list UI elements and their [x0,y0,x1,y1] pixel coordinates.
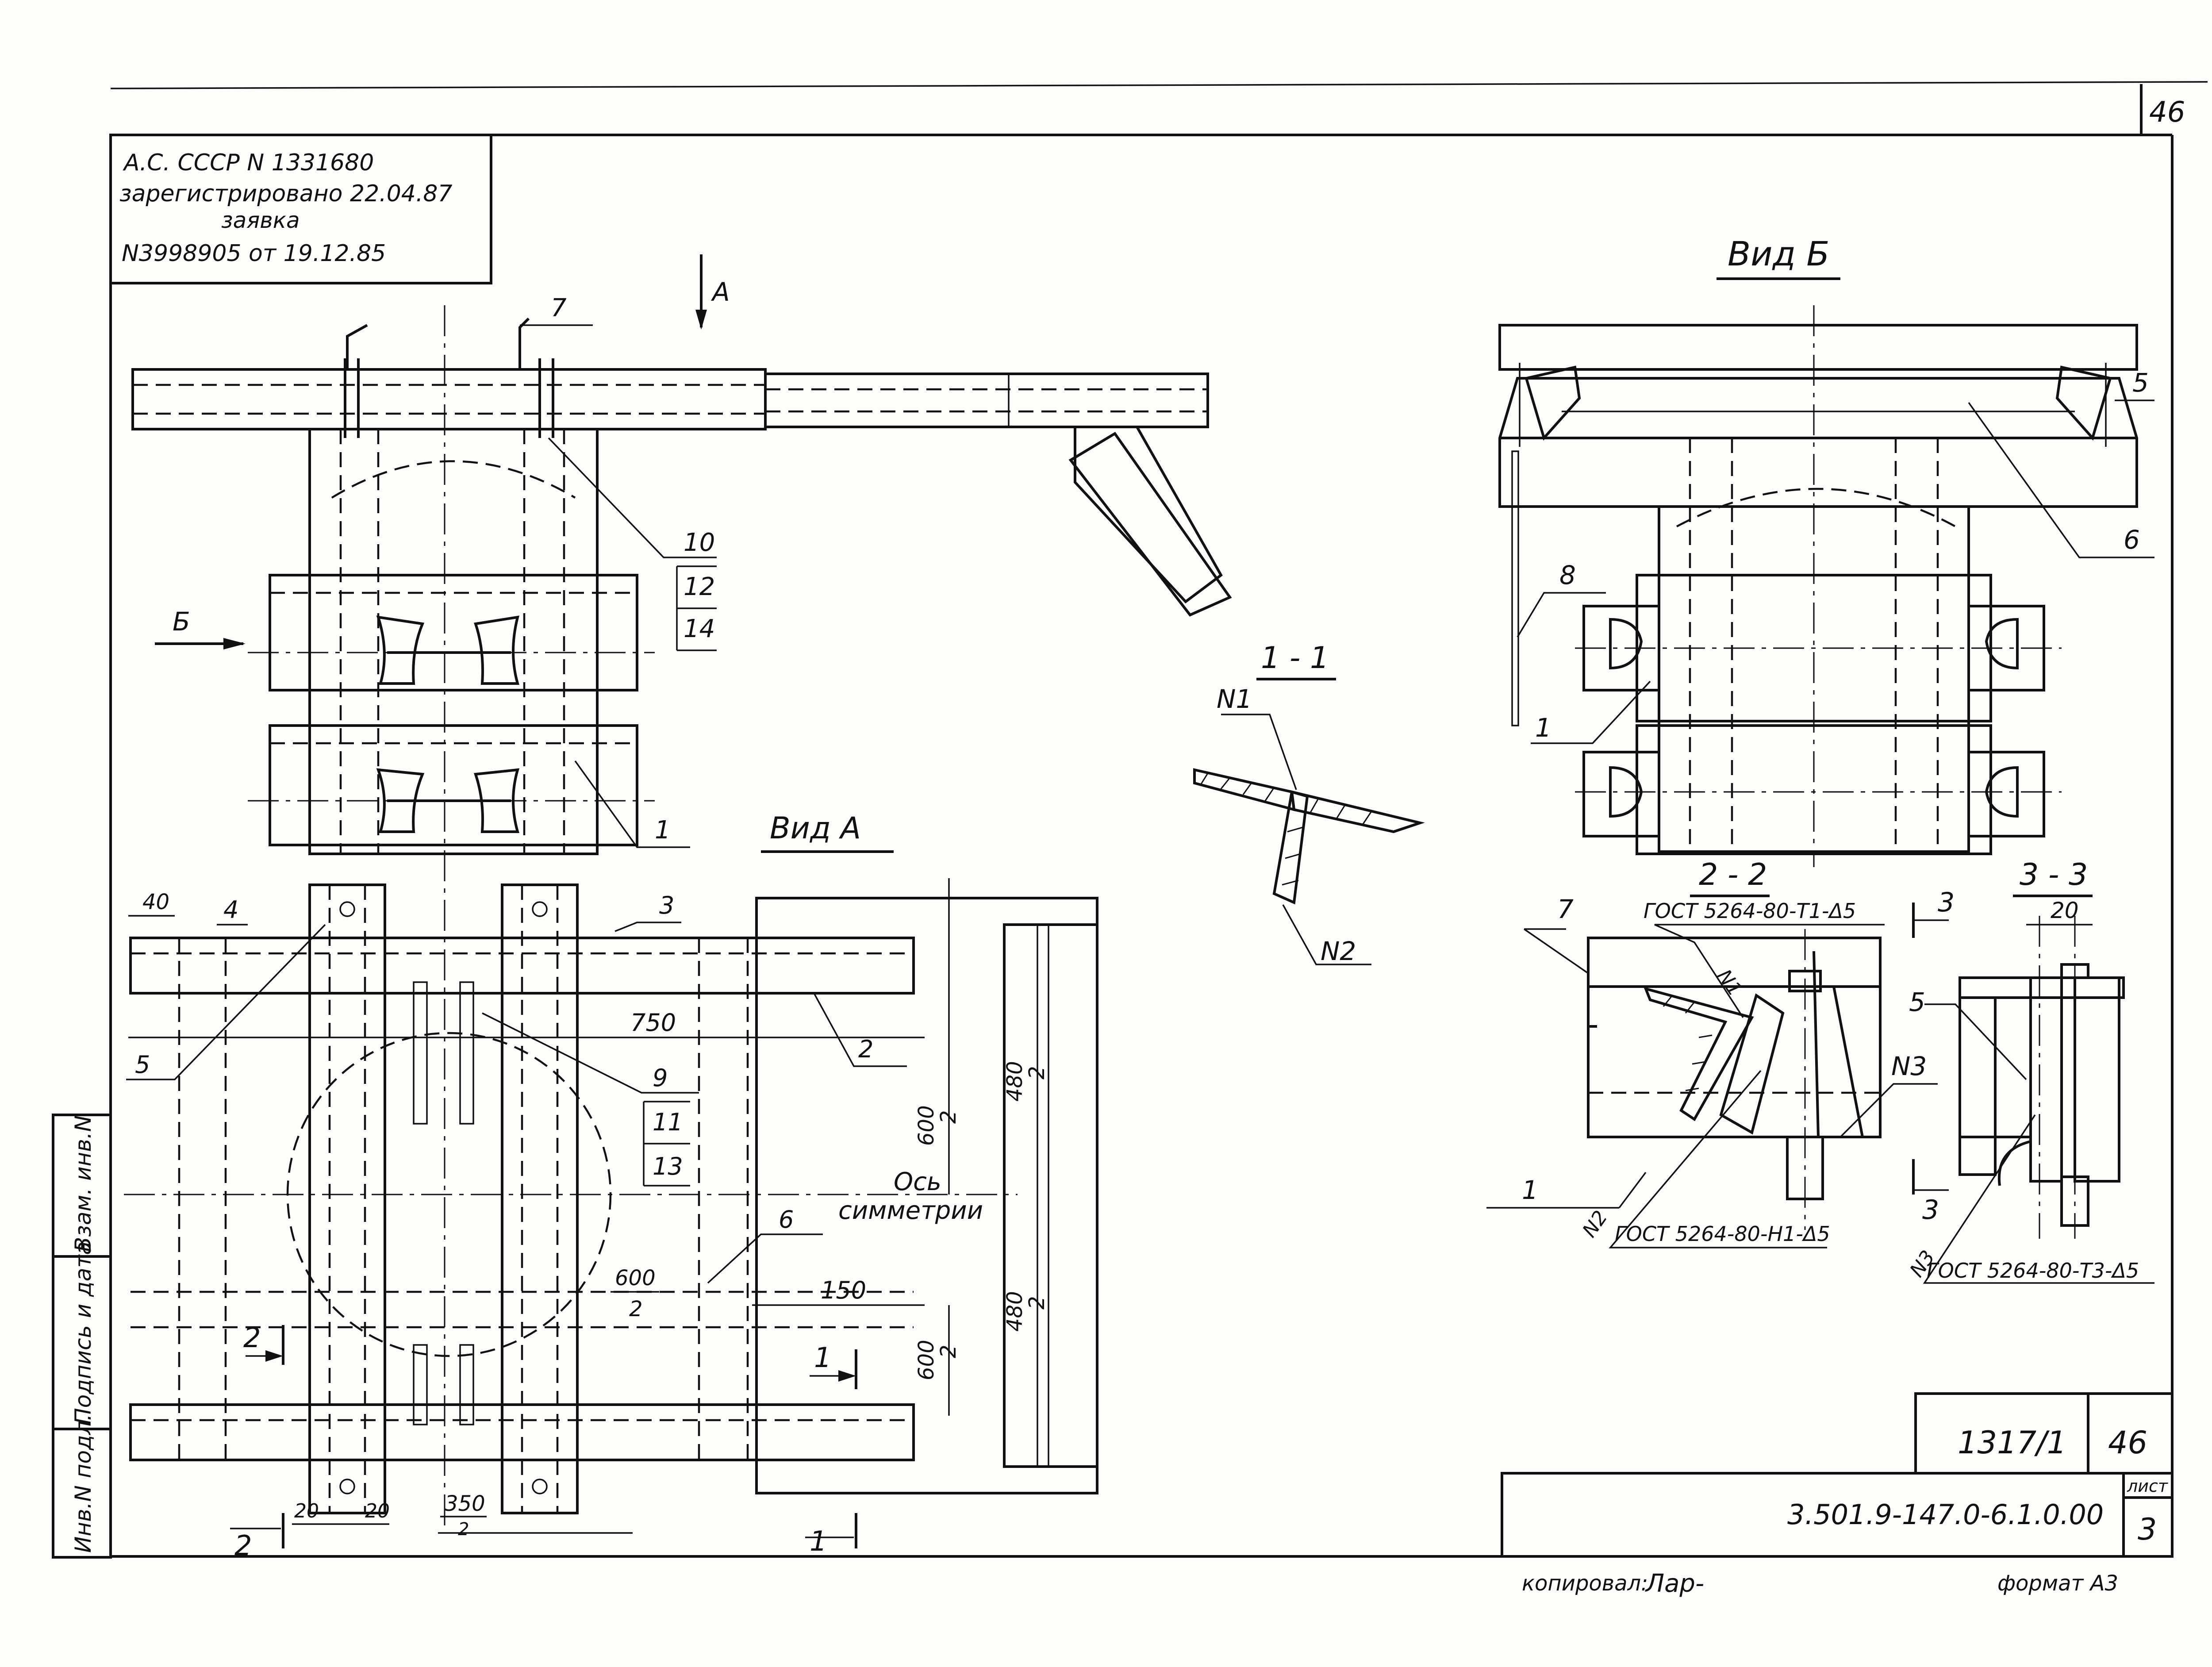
position-8: 8 [1559,560,1576,590]
main-plan-view [131,305,1232,1531]
section-3-label-bottom: 3 [1922,1195,1939,1225]
position-6-view-b: 6 [2124,525,2140,555]
position-3: 3 [659,891,674,919]
position-2: 2 [858,1035,873,1063]
dim-20-sec33: 20 [2051,898,2079,923]
footer-copied-signature: Лар- [1645,1569,1704,1598]
position-1-plan: 1 [655,816,671,845]
section-3-label-top: 3 [1938,887,1955,918]
sheet-frame [109,81,2208,1558]
view-b-title: Вид Б [1728,234,1829,273]
weld-t1-spec: ГОСТ 5264-80-Т1-Δ5 [1644,899,1856,923]
section-2-2-drawing [1587,929,1882,1230]
side-stamp-inventory: Инв.N подл. [70,1414,96,1553]
axis-symmetry-label-1: Ось [894,1168,941,1196]
section-1-label-top: 1 [814,1341,831,1374]
stamp-line-1: А.С. СССР N 1331680 [123,150,374,176]
title-page: 46 [2108,1425,2147,1461]
position-5-sec-33: 5 [1909,987,1925,1017]
side-stamp-signature-date: Подпись и дата [70,1241,96,1425]
position-1-sec-22: 1 [1522,1175,1538,1205]
dim-350-half: 2 [458,1519,469,1540]
weld-n3-label: N3 [1891,1051,1927,1081]
position-9: 9 [653,1064,668,1092]
dim-750: 750 [630,1009,676,1037]
angle-profile-section [1193,768,1425,905]
view-b-drawing [1498,305,2138,867]
section-2-label-bottom: 2 [234,1529,252,1562]
stamp-line-3: заявка [221,207,300,233]
footer-copied-label: копировал: [1522,1571,1648,1596]
stamp-line-4: N3998905 от 19.12.85 [122,240,386,267]
section-2-2-title: 2 - 2 [1699,857,1767,892]
section-1-label-bottom: 1 [810,1525,827,1557]
position-14: 14 [684,615,715,643]
title-list-number: 3 [2138,1512,2157,1547]
position-13: 13 [653,1152,683,1180]
view-a-arrow-label: А [710,277,730,307]
dim-480-top-half: 2 [1025,1066,1049,1079]
weld-n2-label: N2 [1321,936,1356,966]
title-doc-number: 3.501.9-147.0-6.1.0.00 [1787,1498,2104,1531]
position-1-view-b: 1 [1535,713,1551,743]
dim-600-top-half: 2 [936,1110,961,1124]
dim-480-bottom-half: 2 [1025,1296,1049,1310]
patent-stamp [109,134,492,284]
footer-format: формат А3 [1997,1571,2118,1596]
position-11: 11 [653,1108,683,1136]
position-10: 10 [684,528,715,557]
position-12: 12 [684,572,715,601]
title-sheet-code: 1317/1 [1958,1425,2066,1461]
dim-350: 350 [445,1491,485,1516]
dim-600-bottom-half: 2 [936,1344,961,1358]
weld-h1-spec: ГОСТ 5264-80-Н1-Δ5 [1615,1222,1830,1246]
view-a-title: Вид А [770,811,861,846]
dim-480-top: 480 [1002,1061,1027,1102]
view-a-drawing [124,883,1098,1514]
position-7-top: 7 [551,294,567,323]
section-2-label-top: 2 [243,1321,261,1354]
view-b-arrow-label: Б [173,607,190,637]
position-4: 4 [223,896,238,924]
title-list-label: лист [2127,1476,2169,1496]
dim-20-left: 20 [294,1500,319,1522]
position-6-view-a: 6 [779,1206,794,1233]
side-stamp [52,1114,112,1559]
dim-20-right: 20 [365,1500,390,1522]
weld-t3-spec: ГОСТ 5264-80-Т3-Δ5 [1927,1259,2139,1283]
dim-600-bottom: 600 [914,1340,939,1380]
dim-600-mid: 600 [615,1266,656,1291]
position-5-view-b: 5 [2132,368,2149,398]
weld-n2-sec22: N2 [1578,1206,1612,1241]
dim-600-mid-half: 2 [629,1297,643,1321]
title-block [1501,1392,2174,1558]
section-1-1-title: 1 - 1 [1261,641,1329,676]
weld-n1-sec22: N1 [1713,965,1747,1000]
dim-150: 150 [821,1276,866,1304]
section-3-3-title: 3 - 3 [2020,857,2088,892]
position-7-sec-22: 7 [1557,894,1574,924]
weld-n1-label: N1 [1217,684,1252,714]
section-3-3-drawing [1959,916,2125,1239]
dim-480-bottom: 480 [1002,1291,1027,1332]
page-corner-number: 46 [2149,96,2185,129]
position-5-view-a: 5 [135,1051,150,1079]
dim-40: 40 [142,890,169,914]
axis-symmetry-label-2: симметрии [838,1196,983,1225]
dim-600-top: 600 [914,1105,939,1146]
side-stamp-replaced-inventory: Взам. инв.N [70,1115,96,1252]
stamp-line-2: зарегистрировано 22.04.87 [119,181,453,207]
